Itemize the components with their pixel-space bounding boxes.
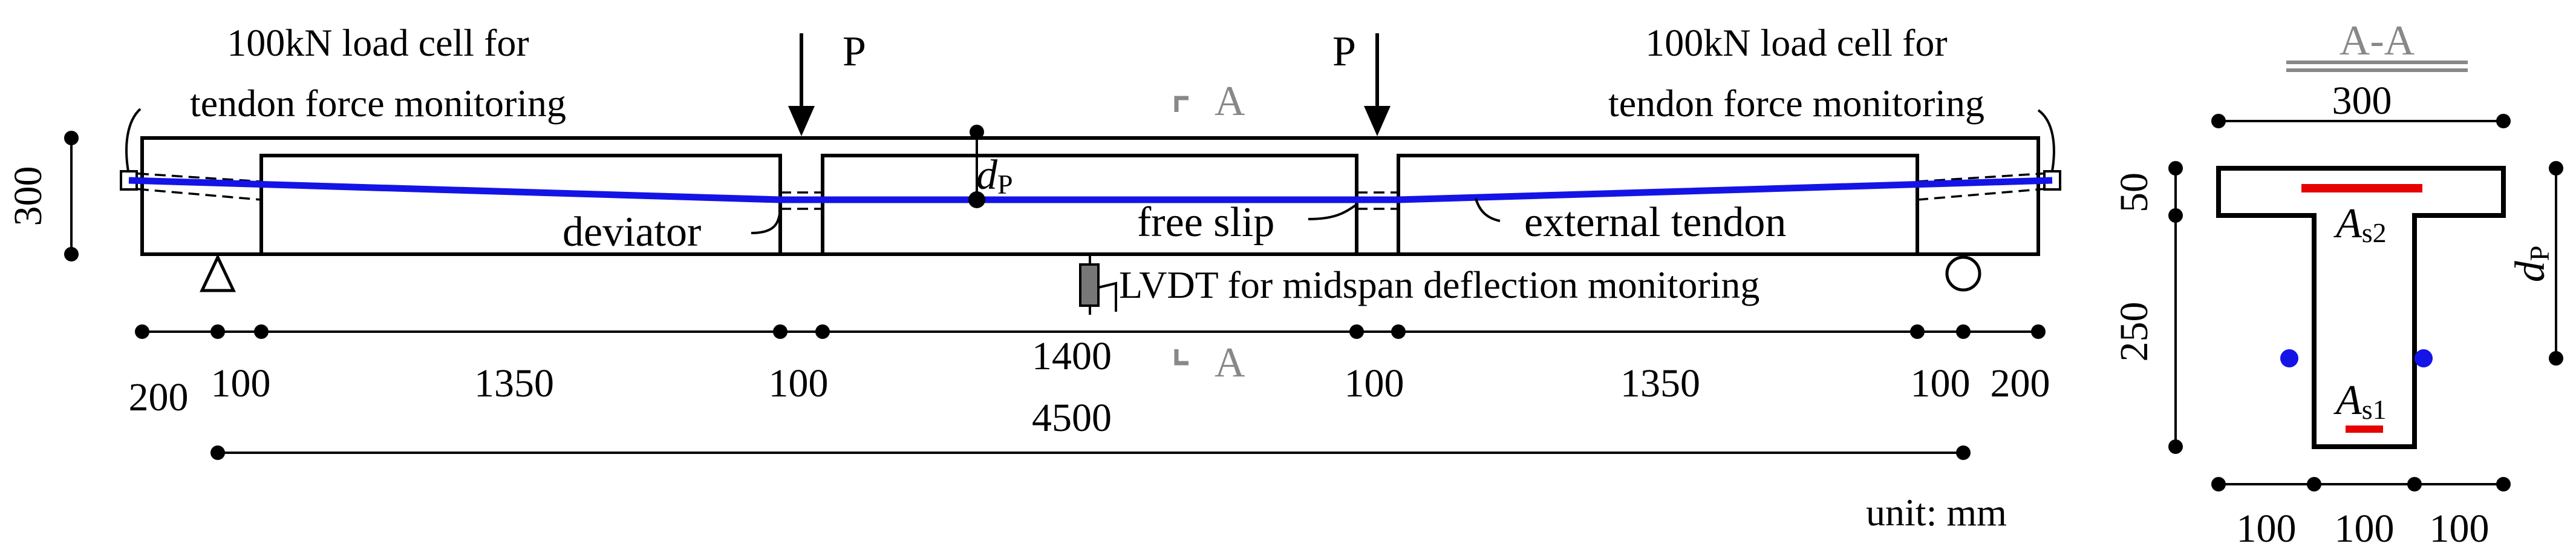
load-p-left-label: P bbox=[843, 28, 866, 75]
sec-bottom-100-b: 100 bbox=[2335, 507, 2395, 551]
duct-right bbox=[1917, 171, 2060, 201]
beam-panel-2 bbox=[821, 154, 1358, 256]
lvdt-label: LVDT for midspan deflection monitoring bbox=[1119, 263, 1759, 306]
duct-deviator-right bbox=[1357, 191, 1398, 210]
external-tendon-label: external tendon bbox=[1524, 199, 1786, 246]
beam-elevation bbox=[120, 33, 2061, 366]
load-arrow-left bbox=[788, 33, 815, 136]
external-tendon-leader bbox=[1475, 198, 1501, 222]
dim-100-d: 100 bbox=[1911, 361, 1971, 406]
tendon-section-right bbox=[2415, 349, 2433, 367]
unit-label: unit: mm bbox=[1866, 491, 2007, 534]
deviator-label: deviator bbox=[562, 209, 701, 255]
t-section-outline bbox=[2216, 166, 2506, 449]
load-cell-left-label-2: tendon force monitoring bbox=[190, 82, 566, 125]
load-p-right-label: P bbox=[1332, 28, 1356, 75]
beam-panel-1 bbox=[259, 154, 782, 256]
section-mark-bottom bbox=[1174, 349, 1189, 366]
sec-flange-50: 50 bbox=[2112, 172, 2156, 212]
dim-1400: 1400 bbox=[1032, 334, 1112, 378]
sec-width-300: 300 bbox=[2332, 79, 2392, 123]
load-cell-right-label-1: 100kN load cell for bbox=[1645, 21, 1947, 64]
beam-panel-3 bbox=[1397, 154, 1919, 256]
dim-4500: 4500 bbox=[1032, 396, 1112, 440]
section-title: A-A bbox=[2340, 18, 2415, 64]
load-cell-right-label-2: tendon force monitoring bbox=[1608, 82, 1984, 125]
external-tendon-line bbox=[128, 177, 2053, 203]
cross-section: A-A As2 As1 300 50 250 dP bbox=[2112, 18, 2563, 551]
dim-100-c: 100 bbox=[1345, 361, 1404, 406]
free-slip-leader bbox=[1308, 203, 1358, 220]
dim-100-a: 100 bbox=[211, 361, 271, 406]
dim-1350-left: 1350 bbox=[474, 361, 554, 406]
sec-bottom-100-a: 100 bbox=[2237, 507, 2297, 551]
lvdt-icon bbox=[1079, 263, 1100, 307]
dim-100-b: 100 bbox=[769, 361, 829, 406]
section-a-bottom-label: A bbox=[1215, 340, 1245, 386]
dim-1350-right: 1350 bbox=[1620, 361, 1700, 406]
dim-200-right: 200 bbox=[1991, 361, 2050, 406]
dp-label: dP bbox=[976, 152, 1013, 200]
load-cell-left-leader bbox=[125, 108, 142, 172]
free-slip-label: free slip bbox=[1137, 199, 1274, 246]
sec-web-250: 250 bbox=[2112, 302, 2156, 362]
height-300-label: 300 bbox=[6, 166, 50, 226]
section-mark-top bbox=[1174, 96, 1189, 112]
pin-support-icon bbox=[200, 254, 236, 292]
duct-left bbox=[120, 171, 262, 201]
dim-200-left: 200 bbox=[129, 375, 189, 419]
as2-label: As2 bbox=[2333, 200, 2387, 248]
tendon-section-left bbox=[2280, 349, 2298, 367]
roller-support-icon bbox=[1945, 255, 1981, 292]
height-dimension: 300 bbox=[6, 131, 79, 261]
sec-bottom-100-c: 100 bbox=[2430, 507, 2490, 551]
load-arrow-right bbox=[1364, 33, 1391, 136]
span-dimensions bbox=[135, 324, 2046, 460]
as1-label: As1 bbox=[2333, 377, 2387, 425]
duct-deviator-left bbox=[780, 191, 823, 210]
load-cell-left-label-1: 100kN load cell for bbox=[227, 21, 529, 64]
sec-dp-label: dP bbox=[2507, 246, 2555, 283]
section-a-top-label: A bbox=[1215, 78, 1245, 125]
lvdt-leader bbox=[1098, 281, 1117, 312]
load-cell-right-leader bbox=[2037, 109, 2055, 172]
deviator-leader bbox=[751, 205, 781, 234]
